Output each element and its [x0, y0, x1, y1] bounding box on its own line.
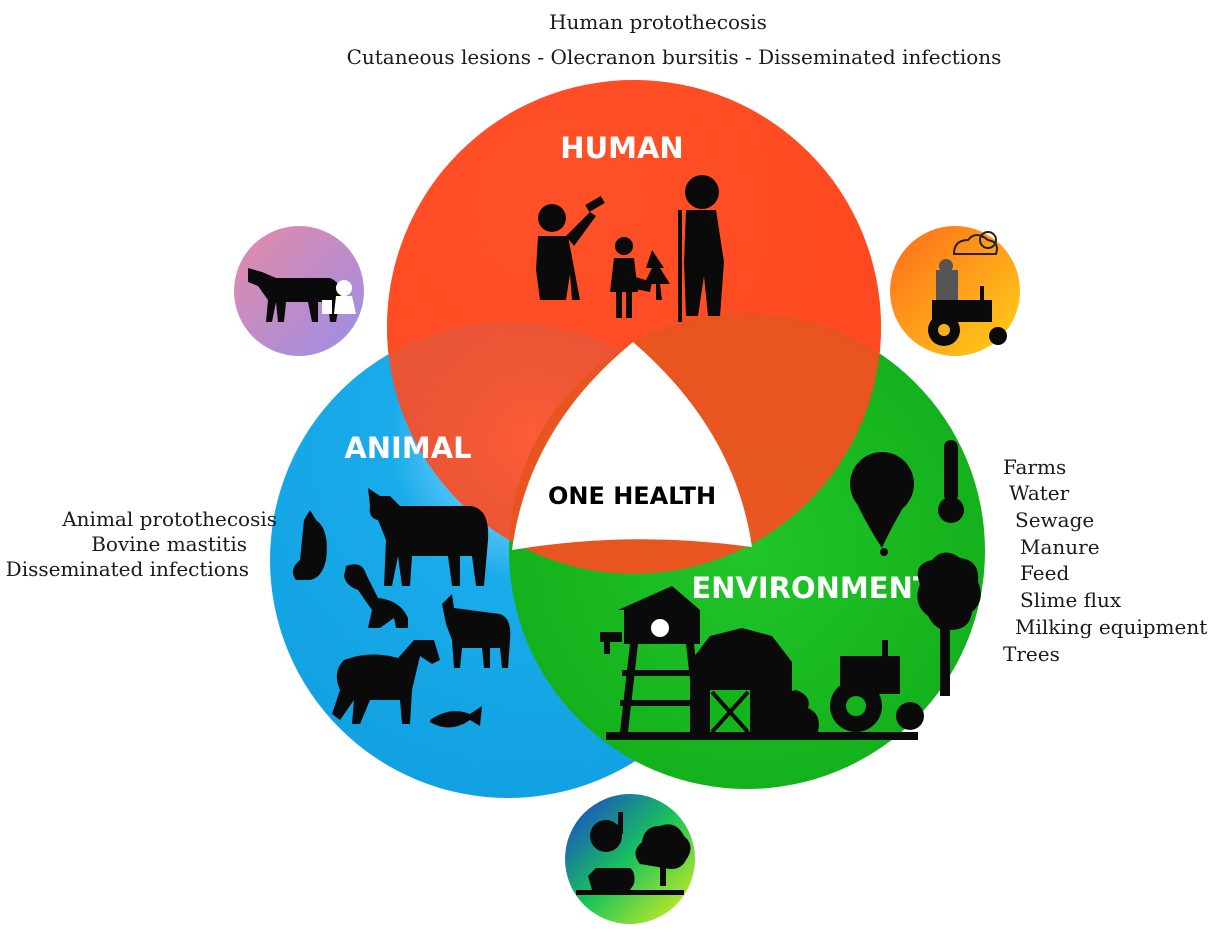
environment-item: Slime flux: [1020, 588, 1122, 612]
animal-annotation-line-3: Disseminated infections: [6, 557, 249, 581]
environment-sources-list: Farms Water Sewage Manure Feed Slime flu…: [1003, 455, 1207, 666]
human-protothecosis-annotation: Human protothecosis Cutaneous lesions - …: [347, 10, 1002, 69]
human-label: HUMAN: [560, 131, 683, 165]
environment-item: Water: [1009, 481, 1070, 505]
animal-silhouettes-icon: [292, 488, 511, 728]
farm-environment-icon: [600, 440, 981, 740]
human-protothecosis-manifestations: Cutaneous lesions - Olecranon bursitis -…: [347, 45, 1002, 69]
environment-item: Trees: [1003, 642, 1060, 666]
center-label: ONE HEALTH: [548, 482, 716, 510]
environment-item: Feed: [1020, 561, 1069, 585]
animal-annotation-line-1: Animal protothecosis: [61, 507, 277, 531]
animal-label: ANIMAL: [344, 431, 471, 465]
environment-label: ENVIRONMENT: [691, 571, 933, 605]
earth-farm-icon: [565, 794, 695, 924]
animal-annotation-line-2: Bovine mastitis: [91, 532, 247, 556]
human-protothecosis-title: Human protothecosis: [549, 10, 767, 34]
tractor-weather-icon: [890, 226, 1020, 356]
people-silhouettes-icon: [536, 175, 724, 322]
cow-milking-icon: [234, 226, 364, 356]
environment-item: Milking equipment: [1015, 615, 1207, 639]
one-health-center: [512, 342, 752, 550]
environment-item: Sewage: [1015, 508, 1094, 532]
environment-item: Manure: [1020, 535, 1100, 559]
environment-item: Farms: [1003, 455, 1066, 479]
animal-protothecosis-annotation: Animal protothecosis Bovine mastitis Dis…: [6, 507, 277, 581]
